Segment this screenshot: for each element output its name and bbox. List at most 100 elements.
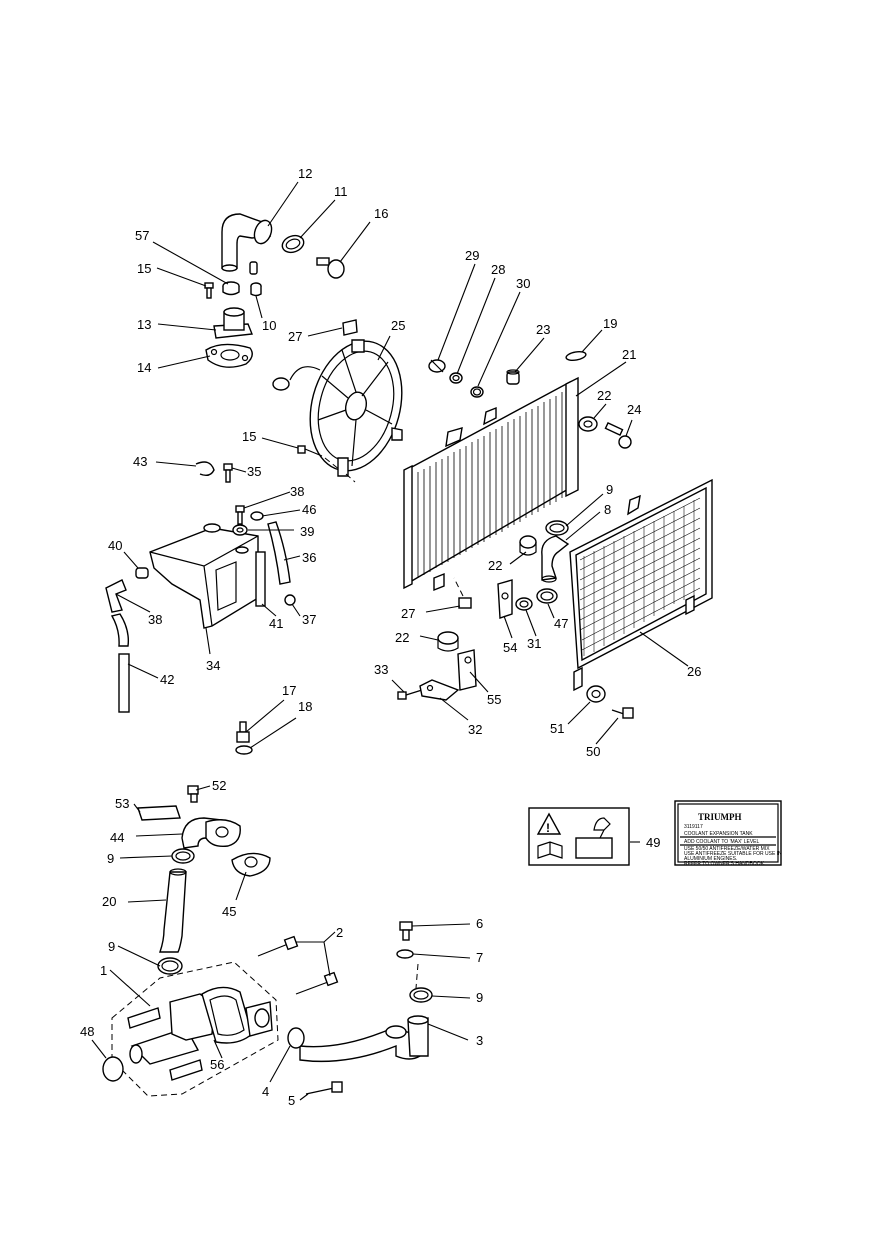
- grommet-40: [135, 567, 149, 579]
- leader-lines: [91, 181, 689, 1101]
- oring-30: [470, 386, 484, 398]
- grommet-22-mid: [519, 535, 537, 556]
- callout-22: 22: [488, 558, 502, 573]
- callout-10: 10: [262, 318, 276, 333]
- callout-13: 13: [137, 317, 151, 332]
- hose-41: [255, 551, 266, 607]
- oring-4: [287, 1027, 305, 1049]
- screw-15-fan: [297, 445, 323, 457]
- callout-numbers: 12 11 16 57 15 10 13 27 25 14 29 28 30 2…: [80, 166, 701, 1108]
- clip-43: [195, 461, 215, 477]
- callout-23: 23: [536, 322, 550, 337]
- callout-6: 6: [476, 916, 483, 931]
- clip-9-left-top: [171, 848, 195, 864]
- grommet-22-top: [578, 416, 598, 432]
- callout-25: 25: [391, 318, 405, 333]
- elbow-38-left: [105, 579, 127, 613]
- callout-9: 9: [107, 851, 114, 866]
- callout-1: 1: [100, 963, 107, 978]
- callout-52: 52: [212, 778, 226, 793]
- washer-18: [235, 745, 253, 755]
- callout-29: 29: [465, 248, 479, 263]
- callout-31: 31: [527, 636, 541, 651]
- callout-3: 3: [476, 1033, 483, 1048]
- radiator-guard-26: [569, 478, 713, 692]
- plug-37: [284, 594, 296, 606]
- callout-51: 51: [550, 721, 564, 736]
- callout-26: 26: [687, 664, 701, 679]
- callout-19: 19: [603, 316, 617, 331]
- callout-18: 18: [298, 699, 312, 714]
- callout-33: 33: [374, 662, 388, 677]
- svg-text:!: !: [546, 821, 550, 835]
- bolt-16: [316, 257, 345, 279]
- bolt-24: [604, 421, 632, 449]
- fan-mount-dashline: [324, 457, 356, 483]
- bracket-53: [137, 805, 181, 821]
- callout-21: 21: [622, 347, 636, 362]
- bolt-6: [399, 921, 413, 941]
- callout-24: 24: [627, 402, 641, 417]
- callout-50: 50: [586, 744, 600, 759]
- callout-53: 53: [115, 796, 129, 811]
- collar-57: [222, 281, 240, 296]
- callout-9: 9: [108, 939, 115, 954]
- callout-39: 39: [300, 524, 314, 539]
- cap-19: [565, 350, 587, 362]
- screw-38-top: [235, 505, 245, 525]
- callout-9: 9: [606, 482, 613, 497]
- grommet-39: [232, 524, 248, 536]
- callout-14: 14: [137, 360, 151, 375]
- coolant-decal-49: ! TRIUMPH 3119117 COOLANT EXPANSION TANK…: [528, 800, 782, 867]
- callout-55: 55: [487, 692, 501, 707]
- bolt-50: [611, 707, 634, 719]
- callout-17: 17: [282, 683, 296, 698]
- callout-12: 12: [298, 166, 312, 181]
- callout-38: 38: [290, 484, 304, 499]
- gasket-45: [231, 852, 271, 877]
- clip-9-left-bottom: [157, 957, 183, 975]
- bolt-33: [397, 689, 423, 700]
- thermostat-housing-13: [213, 307, 253, 339]
- screw-15-top: [204, 282, 214, 299]
- callout-34: 34: [206, 658, 220, 673]
- hose-8: [541, 535, 570, 583]
- callout-5: 5: [288, 1093, 295, 1108]
- callout-41: 41: [269, 616, 283, 631]
- callout-49: 49: [646, 835, 660, 850]
- callout-44: 44: [110, 830, 124, 845]
- callout-57: 57: [135, 228, 149, 243]
- callout-9: 9: [476, 990, 483, 1005]
- cap-29: [428, 359, 446, 373]
- grommet-27-top: [342, 319, 358, 336]
- pipe-dashline: [415, 963, 419, 989]
- callout-28: 28: [491, 262, 505, 277]
- water-pump-assembly-1: [111, 961, 279, 1097]
- callout-30: 30: [516, 276, 530, 291]
- callout-38: 38: [148, 612, 162, 627]
- callout-7: 7: [476, 950, 483, 965]
- callout-15: 15: [242, 429, 256, 444]
- callout-22: 22: [597, 388, 611, 403]
- clip-9-right: [545, 520, 569, 536]
- decal-line1: ADD COOLANT TO 'MAX' LEVEL: [684, 839, 759, 845]
- clip-47: [536, 588, 558, 604]
- decal-title: COOLANT EXPANSION TANK: [684, 831, 753, 837]
- decal-part-no: 3119117: [684, 824, 703, 830]
- callout-37: 37: [302, 612, 316, 627]
- grommet-22-low: [437, 631, 459, 652]
- hose-36: [267, 521, 291, 585]
- seal-28: [449, 372, 463, 384]
- callout-4: 4: [262, 1084, 269, 1099]
- callout-22: 22: [395, 630, 409, 645]
- washer-31: [515, 597, 533, 611]
- bracket-55: [457, 649, 477, 691]
- callout-40: 40: [108, 538, 122, 553]
- clip-9-pipe: [409, 987, 433, 1003]
- callout-16: 16: [374, 206, 388, 221]
- callout-8: 8: [604, 502, 611, 517]
- washer-7: [396, 949, 414, 959]
- bleed-screw-17: [236, 721, 250, 743]
- expansion-tank-34: [149, 523, 259, 629]
- callout-2: 2: [336, 925, 343, 940]
